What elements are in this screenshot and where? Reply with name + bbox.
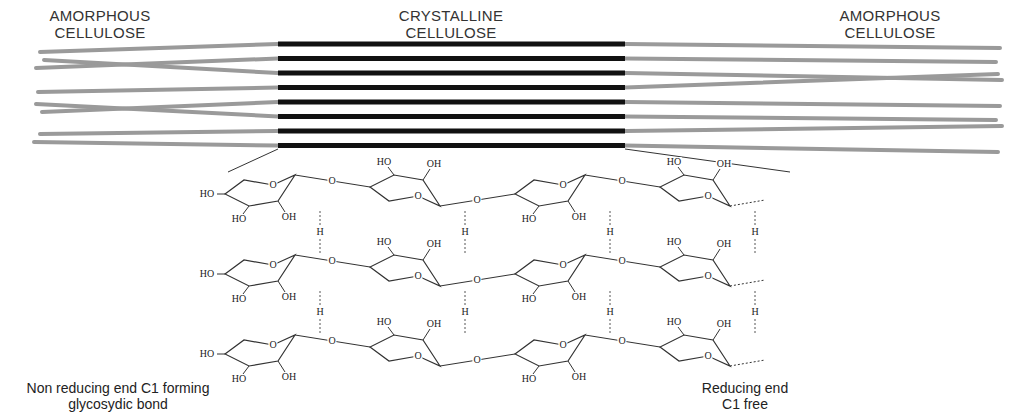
- atom-label: OH: [571, 212, 587, 222]
- atom-label: H: [460, 307, 469, 317]
- section-label: AMORPHOUS CELLULOSE: [25, 7, 175, 41]
- atom-label: O: [558, 340, 567, 350]
- atom-label: OH: [426, 159, 442, 169]
- atom-label: OH: [571, 372, 587, 382]
- atom-label: O: [472, 275, 481, 285]
- atom-label: O: [703, 271, 712, 281]
- atom-label: O: [472, 195, 481, 205]
- atom-label: OH: [281, 292, 297, 302]
- atom-label: H: [750, 227, 759, 237]
- atom-label: OH: [716, 239, 732, 249]
- atom-label: H: [605, 307, 614, 317]
- atom-label: O: [703, 191, 712, 201]
- atom-label: H: [605, 227, 614, 237]
- atom-label: OH: [426, 319, 442, 329]
- atom-label: O: [617, 176, 626, 186]
- end-label: Reducing end C1 free: [695, 380, 795, 412]
- atom-label: O: [617, 256, 626, 266]
- atom-label: O: [268, 260, 277, 270]
- atom-label: O: [413, 191, 422, 201]
- end-label: Non reducing end C1 forming glycosydic b…: [18, 380, 218, 412]
- atom-label: HO: [521, 374, 537, 384]
- atom-label: H: [315, 307, 324, 317]
- atom-label: O: [413, 351, 422, 361]
- section-label: AMORPHOUS CELLULOSE: [815, 7, 965, 41]
- atom-label: O: [617, 336, 626, 346]
- atom-label: O: [268, 180, 277, 190]
- atom-label: HO: [666, 157, 682, 167]
- atom-label: H: [315, 227, 324, 237]
- atom-label: OH: [716, 319, 732, 329]
- atom-label: OH: [716, 159, 732, 169]
- atom-label: OH: [281, 212, 297, 222]
- atom-label: O: [472, 355, 481, 365]
- atom-label: O: [327, 336, 336, 346]
- atom-label: HO: [376, 317, 392, 327]
- atom-label: HO: [666, 237, 682, 247]
- section-label: CRYSTALLINE CELLULOSE: [376, 7, 526, 41]
- atom-label: O: [327, 256, 336, 266]
- atom-label: O: [558, 260, 567, 270]
- atom-label: HO: [199, 349, 215, 359]
- atom-label: HO: [231, 374, 247, 384]
- atom-label: O: [703, 351, 712, 361]
- atom-label: OH: [426, 239, 442, 249]
- atom-label: OH: [281, 372, 297, 382]
- atom-label: HO: [231, 214, 247, 224]
- atom-label: HO: [521, 294, 537, 304]
- atom-label: O: [327, 176, 336, 186]
- atom-label: H: [460, 227, 469, 237]
- atom-label: OH: [571, 292, 587, 302]
- atom-label: HO: [199, 269, 215, 279]
- atom-label: O: [558, 180, 567, 190]
- atom-label: HO: [376, 237, 392, 247]
- atom-label: HO: [231, 294, 247, 304]
- atom-label: HO: [521, 214, 537, 224]
- atom-label: H: [750, 307, 759, 317]
- atom-label: HO: [666, 317, 682, 327]
- atom-label: O: [268, 340, 277, 350]
- atom-label: O: [413, 271, 422, 281]
- atom-label: HO: [376, 157, 392, 167]
- atom-label: HO: [199, 189, 215, 199]
